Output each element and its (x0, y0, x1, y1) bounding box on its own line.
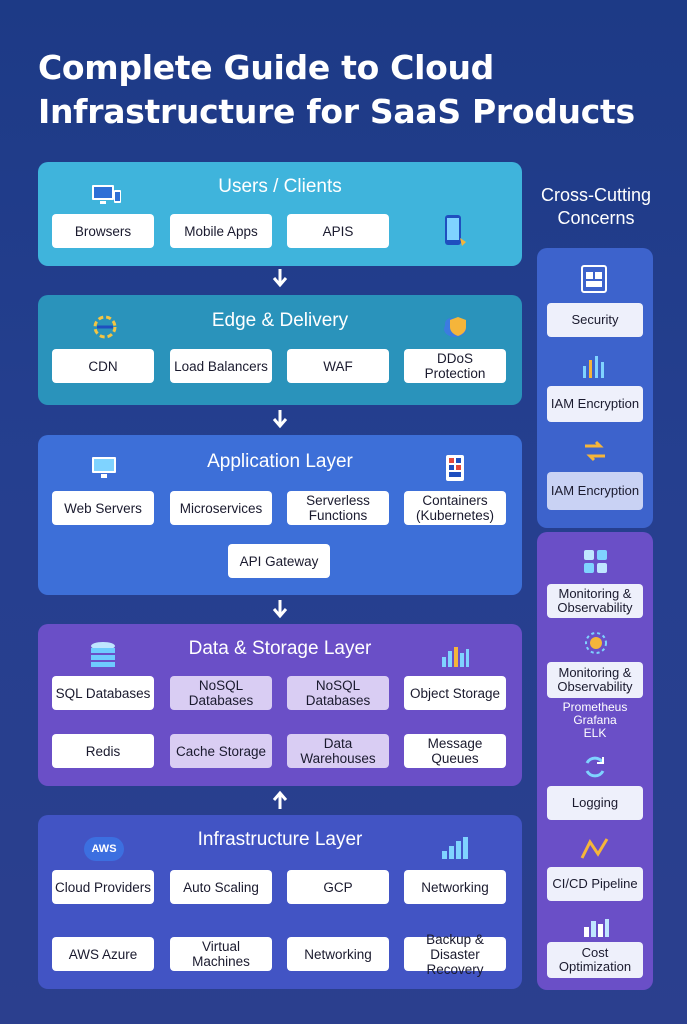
sun-gear-icon (585, 632, 607, 654)
data-warehouses-box: Data Warehouses (287, 734, 389, 768)
aws-azure-box: AWS Azure (52, 937, 154, 971)
title-line-2: Infrastructure for SaaS Products (38, 92, 635, 131)
container-icon (446, 455, 464, 481)
arrow-down-icon (272, 269, 288, 288)
cache-storage-box: Cache Storage (170, 734, 272, 768)
browsers-box: Browsers (52, 214, 154, 248)
logging-box: Logging (547, 786, 643, 820)
layer-title: Infrastructure Layer (197, 829, 363, 850)
monitoring-tools: Prometheus Grafana ELK (537, 701, 653, 740)
nosql-databases-box: NoSQL Databases (170, 676, 272, 710)
application-layer: Application Layer Web Servers Microservi… (38, 435, 522, 595)
tool-prometheus: Prometheus (562, 700, 628, 714)
page-title: Complete Guide to Cloud Infrastructure f… (38, 46, 658, 134)
cost-optimization-box: Cost Optimization (547, 942, 643, 978)
apis-box: APIS (287, 214, 389, 248)
monitor-icon (92, 457, 116, 478)
desktop-icon (92, 185, 121, 204)
auto-scaling-box: Auto Scaling (170, 870, 272, 904)
signal-bars-icon (583, 356, 604, 378)
networking-box: Networking (287, 937, 389, 971)
title-line-1: Complete Guide to Cloud (38, 48, 494, 87)
networking-box: Networking (404, 870, 506, 904)
load-balancers-box: Load Balancers (170, 349, 272, 383)
arrow-down-icon (272, 410, 288, 429)
cdn-box: CDN (52, 349, 154, 383)
arrow-up-icon (272, 790, 288, 809)
serverless-functions-box: Serverless Functions (287, 491, 389, 525)
layer-title: Users / Clients (218, 176, 342, 197)
pipeline-chart-icon (580, 838, 609, 859)
aws-cloud-badge: AWS (84, 837, 124, 861)
api-gateway-box: API Gateway (228, 544, 330, 578)
globe-icon (93, 315, 117, 339)
smartphone-icon (445, 215, 466, 246)
bar-chart-icon (442, 837, 468, 859)
ddos-protection-box: DDoS Protection (404, 349, 506, 383)
cloud-providers-box: Cloud Providers (52, 870, 154, 904)
edge-delivery-layer: Edge & Delivery CDN Load Balancers WAF D… (38, 295, 522, 405)
tool-grafana: Grafana (573, 713, 617, 727)
mobile-apps-box: Mobile Apps (170, 214, 272, 248)
ci-cd-pipeline-box: CI/CD Pipeline (547, 867, 643, 901)
monitoring-observability-box: Monitoring & Observability (547, 662, 643, 698)
virtual-machines-box: Virtual Machines (170, 937, 272, 971)
iam-encryption-box: IAM Encryption (547, 472, 643, 510)
security-dashboard-icon (581, 265, 607, 293)
web-servers-box: Web Servers (52, 491, 154, 525)
arrow-down-icon (272, 600, 288, 619)
database-icon (91, 642, 115, 667)
nosql-databases-box: NoSQL Databases (287, 676, 389, 710)
monitoring-observability-box: Monitoring & Observability (547, 584, 643, 618)
containers-kubernetes-box: Containers (Kubernetes) (404, 491, 506, 525)
layer-title: Data & Storage Layer (188, 638, 372, 659)
iam-encryption-box: IAM Encryption (547, 386, 643, 422)
object-storage-box: Object Storage (404, 676, 506, 710)
grid-dashboard-icon (584, 550, 607, 573)
sql-databases-box: SQL Databases (52, 676, 154, 710)
backup-disaster-recovery-box: Backup & Disaster Recovery (404, 932, 506, 977)
redis-box: Redis (52, 734, 154, 768)
cost-chart-icon (584, 919, 609, 937)
waf-box: WAF (287, 349, 389, 383)
data-storage-layer: Data & Storage Layer SQL Databases NoSQL… (38, 624, 522, 786)
layer-title: Edge & Delivery (211, 310, 349, 331)
gcp-box: GCP (287, 870, 389, 904)
aws-badge-label: AWS (91, 843, 117, 855)
key-arrows-icon (585, 440, 605, 462)
security-box: Security (547, 303, 643, 337)
layer-title: Application Layer (207, 451, 353, 472)
cross-cutting-title: Cross-Cutting Concerns (540, 185, 652, 228)
message-queues-box: Message Queues (404, 734, 506, 768)
microservices-box: Microservices (170, 491, 272, 525)
cloud-shield-icon (444, 317, 466, 337)
users-clients-layer: Users / Clients Browsers Mobile Apps API… (38, 162, 522, 266)
tool-elk: ELK (583, 726, 607, 740)
infrastructure-layer: Infrastructure Layer AWS Cloud Providers… (38, 815, 522, 989)
bar-chart-icon (442, 647, 469, 667)
refresh-icon (585, 756, 605, 778)
